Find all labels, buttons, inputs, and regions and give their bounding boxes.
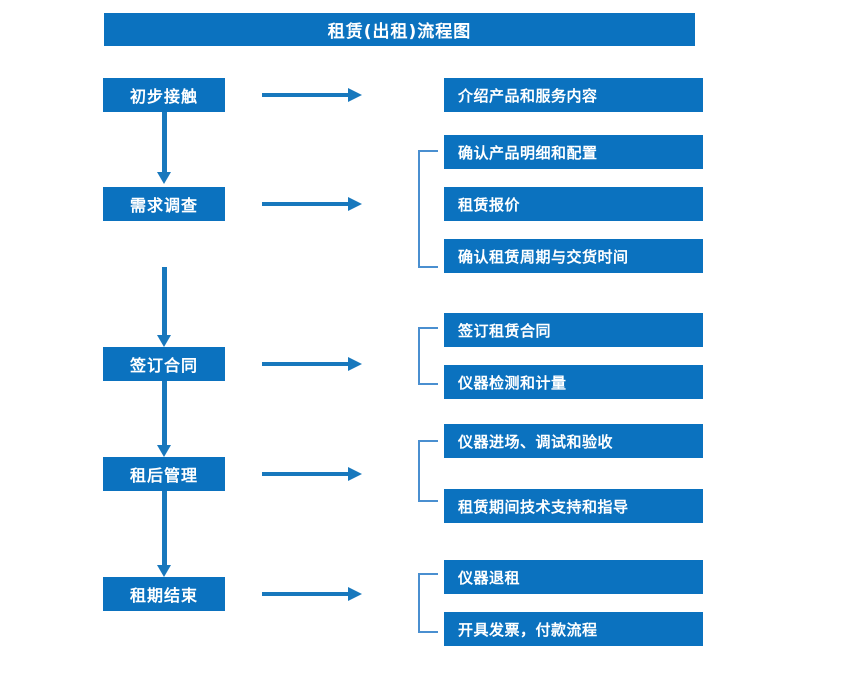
arrow-down-3: [157, 381, 171, 457]
arrow-head: [348, 467, 362, 481]
arrow-head: [157, 565, 171, 577]
arrow-down-4: [157, 491, 171, 577]
detail-box-2-3[interactable]: 确认租赁周期与交货时间: [444, 239, 703, 273]
arrow-right-5: [262, 587, 362, 601]
detail-box-4-2[interactable]: 租赁期间技术支持和指导: [444, 489, 703, 523]
arrow-shaft: [262, 93, 348, 97]
arrow-shaft: [162, 491, 167, 565]
detail-box-2-1[interactable]: 确认产品明细和配置: [444, 135, 703, 169]
detail-box-3-2[interactable]: 仪器检测和计量: [444, 365, 703, 399]
arrow-head: [157, 445, 171, 457]
stage-box-1[interactable]: 初步接触: [103, 78, 225, 112]
detail-box-1-1[interactable]: 介绍产品和服务内容: [444, 78, 703, 112]
arrow-head: [348, 88, 362, 102]
detail-box-5-1[interactable]: 仪器退租: [444, 560, 703, 594]
arrow-shaft: [162, 381, 167, 445]
arrow-head: [348, 357, 362, 371]
group-bracket-4: [418, 440, 438, 502]
arrow-down-1: [157, 112, 171, 184]
arrow-head: [348, 197, 362, 211]
arrow-shaft: [262, 592, 348, 596]
stage-box-5[interactable]: 租期结束: [103, 577, 225, 611]
arrow-shaft: [262, 362, 348, 366]
arrow-head: [157, 172, 171, 184]
arrow-head: [348, 587, 362, 601]
group-bracket-5: [418, 573, 438, 633]
arrow-right-2: [262, 197, 362, 211]
diagram-title: 租赁(出租)流程图: [104, 13, 695, 46]
arrow-right-3: [262, 357, 362, 371]
detail-box-2-2[interactable]: 租赁报价: [444, 187, 703, 221]
arrow-head: [157, 335, 171, 347]
arrow-down-2: [157, 267, 171, 347]
detail-box-3-1[interactable]: 签订租赁合同: [444, 313, 703, 347]
group-bracket-2: [418, 150, 438, 268]
detail-box-4-1[interactable]: 仪器进场、调试和验收: [444, 424, 703, 458]
group-bracket-3: [418, 327, 438, 385]
stage-box-4[interactable]: 租后管理: [103, 457, 225, 491]
detail-box-5-2[interactable]: 开具发票，付款流程: [444, 612, 703, 646]
arrow-shaft: [262, 472, 348, 476]
arrow-right-1: [262, 88, 362, 102]
stage-box-3[interactable]: 签订合同: [103, 347, 225, 381]
arrow-shaft: [162, 267, 167, 335]
arrow-shaft: [162, 112, 167, 172]
arrow-shaft: [262, 202, 348, 206]
stage-box-2[interactable]: 需求调查: [103, 187, 225, 221]
arrow-right-4: [262, 467, 362, 481]
